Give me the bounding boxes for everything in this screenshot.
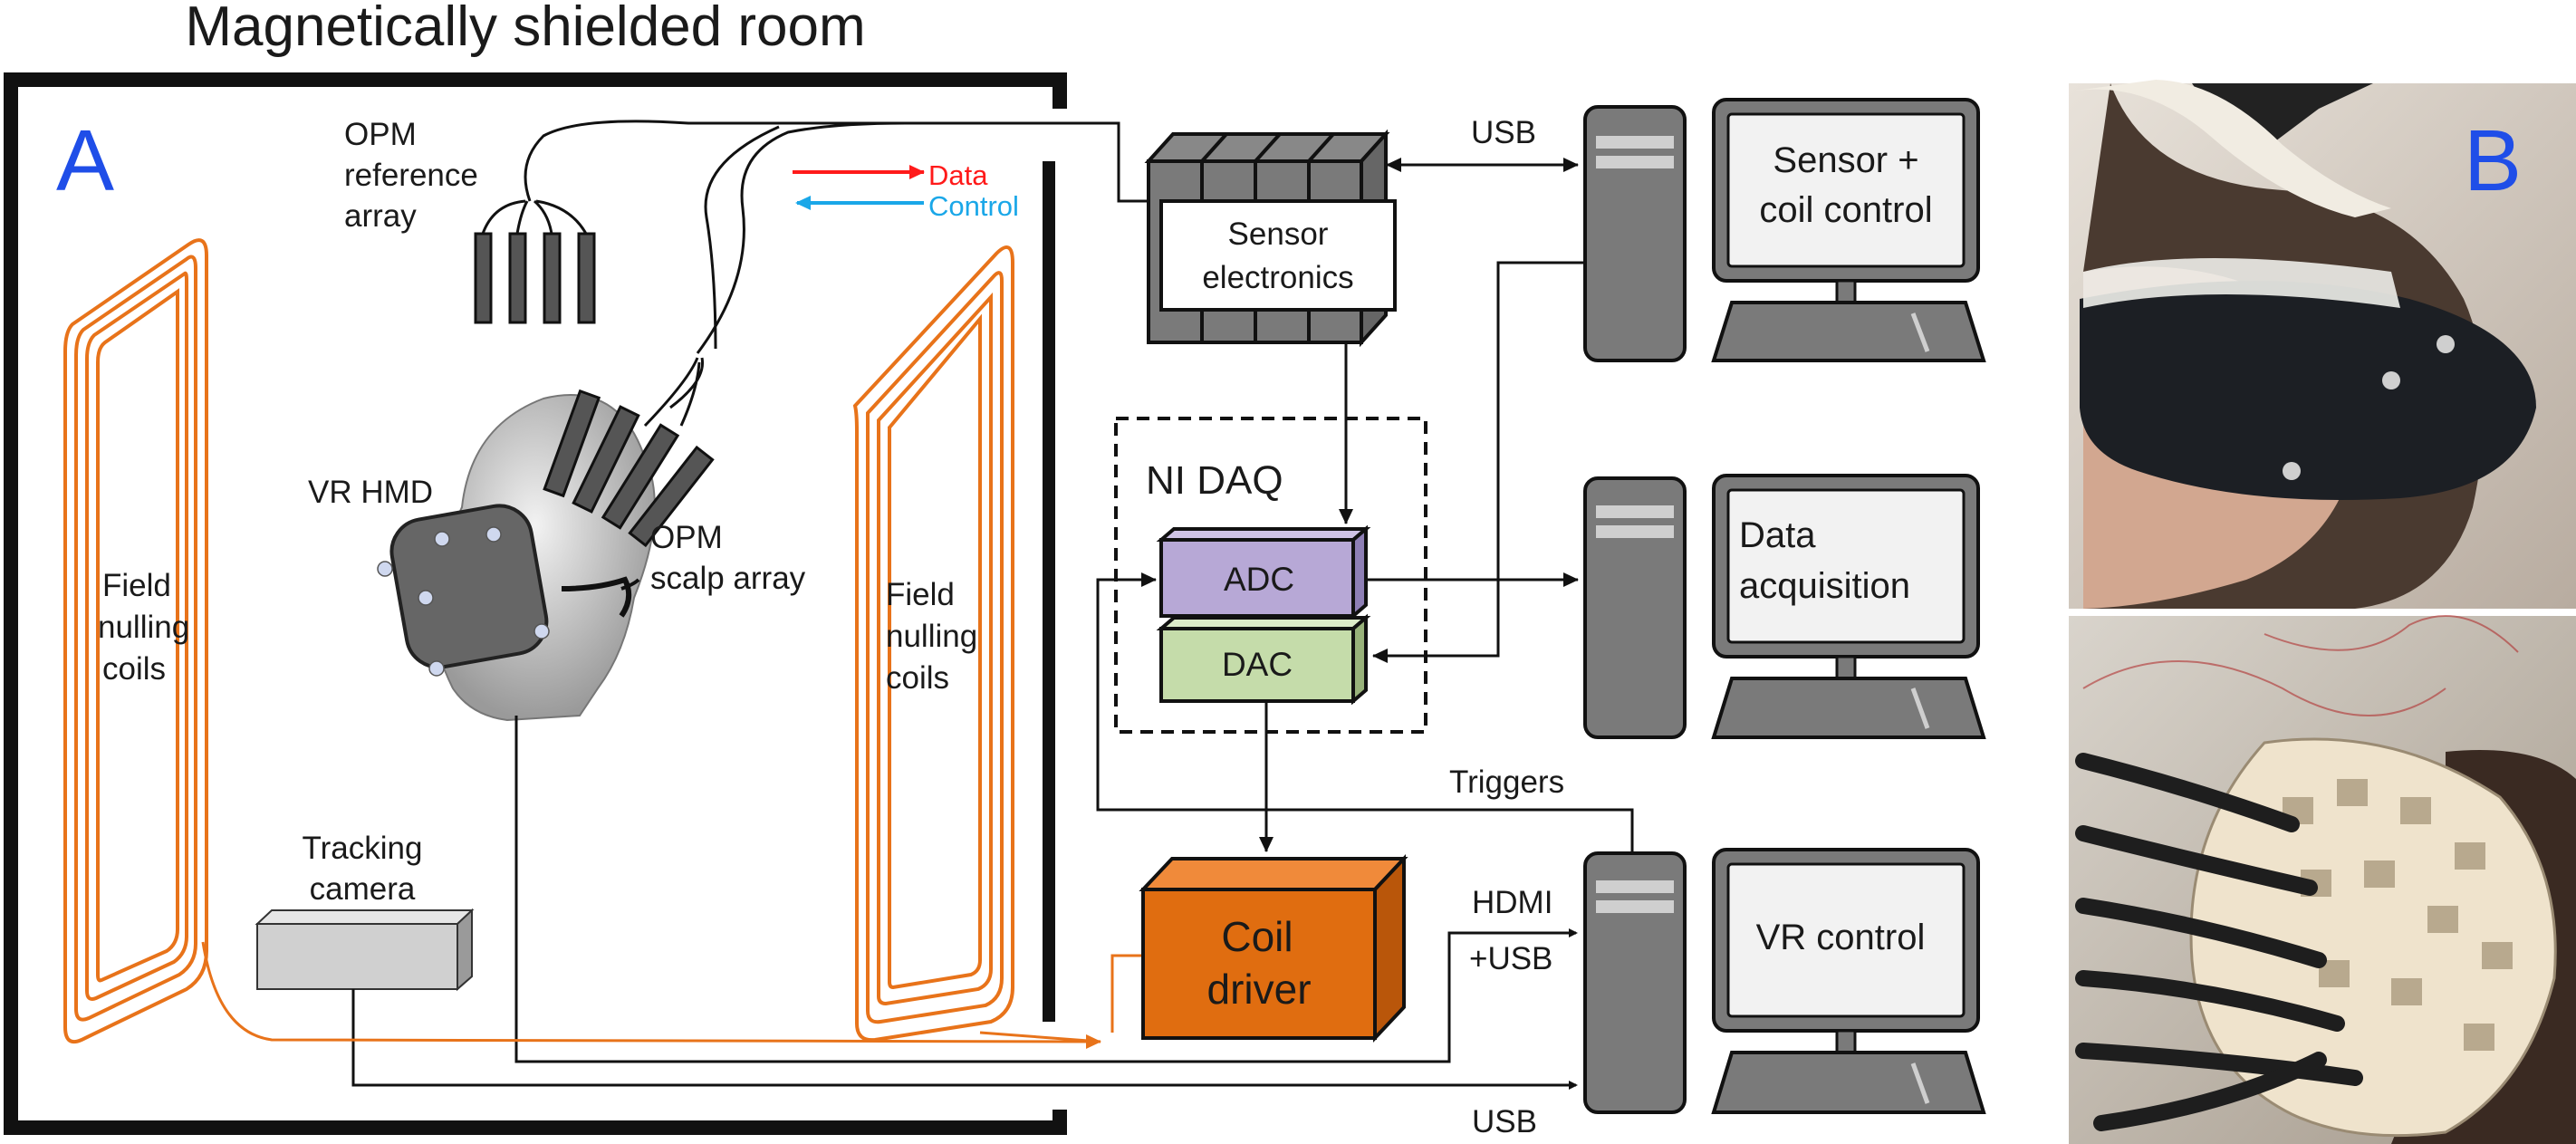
photo-top [2069,80,2576,609]
tracking-camera-line2: camera [310,871,416,907]
field-coils-right-line2: nulling [886,619,977,654]
usb-plus-label: +USB [1469,941,1552,976]
sensor-electronics-line2: electronics [1202,260,1353,295]
legend-data-label: Data [928,159,988,191]
adc-label: ADC [1224,561,1294,598]
computer-3-line1: VR control [1756,918,1926,957]
computer-sensor-coil-control [1583,98,1986,362]
room-title: Magnetically shielded room [185,0,865,58]
field-coils-left-line2: nulling [98,610,189,645]
legend-control-label: Control [928,190,1019,222]
room-wires [201,716,1578,1090]
opm-scalp-line1: OPM [650,520,723,555]
opm-reference-array [474,120,1159,324]
field-coils-right-line3: coils [886,660,949,696]
field-coils-left-line3: coils [102,651,166,687]
field-nulling-coils-right [852,245,1014,1043]
computer-1-line2: coil control [1759,190,1932,230]
sensor-electronics-line1: Sensor [1228,216,1329,252]
coil-driver [1139,853,1408,1043]
vr-hmd-label: VR HMD [308,475,433,510]
field-coils-left-line1: Field [102,568,171,603]
computer-data-acquisition [1583,474,1986,739]
panel-label-a: A [56,112,114,209]
tracking-camera [255,908,475,992]
photo-bottom [2069,615,2576,1144]
computer-2-line2: acquisition [1739,566,1910,606]
scalp-array-cables [643,121,907,428]
shielded-room [4,72,1067,1135]
adc-block [1156,524,1371,620]
ni-daq-label: NI DAQ [1146,458,1283,503]
triggers-label: Triggers [1449,764,1564,800]
opm-reference-line2: reference [344,158,478,193]
opm-reference-line1: OPM [344,117,417,152]
computer-2-line1: Data [1739,515,1816,555]
opm-scalp-line2: scalp array [650,561,806,596]
external-connections [1096,158,1634,853]
computer-vr-control [1583,848,1986,1114]
field-coils-right-line1: Field [886,577,955,612]
head-with-vr-hmd [377,389,715,722]
dac-label: DAC [1222,646,1293,683]
hdmi-label: HDMI [1472,885,1552,920]
opm-reference-line3: array [344,198,417,234]
panel-label-b: B [2464,112,2522,209]
sensor-electronics [1144,129,1397,348]
coil-driver-line1: Coil [1221,913,1293,960]
dac-block [1156,613,1371,706]
field-nulling-coils-left [63,238,208,1044]
usb-bottom-label: USB [1472,1104,1537,1139]
legend: Data Control [793,159,1019,222]
coil-driver-line2: driver [1206,966,1311,1013]
computer-1-line1: Sensor + [1773,140,1918,180]
ni-daq-box [1114,417,1427,734]
usb-top-label: USB [1471,115,1536,150]
tracking-camera-line1: Tracking [303,831,423,866]
